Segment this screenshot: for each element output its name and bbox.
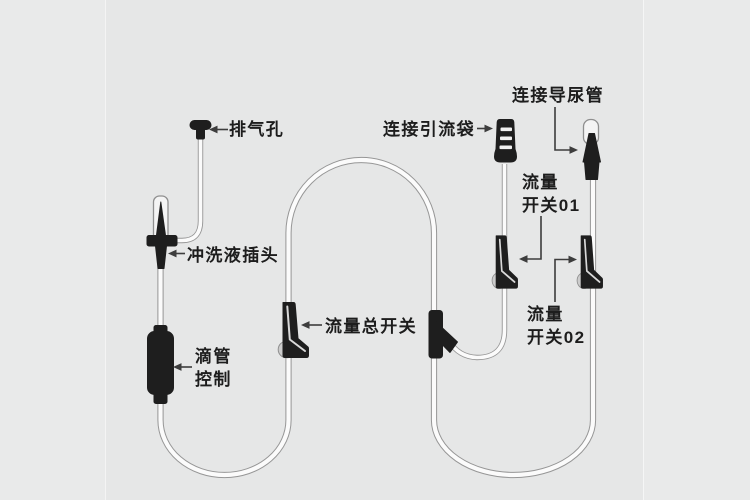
main-switch-arrow-icon [301,321,310,329]
switch02-label-line1: 流量 [527,305,564,324]
switch02-arrow-icon [568,255,577,264]
catheter-arrow-icon [569,146,578,154]
switch01-arrow-icon [519,255,528,263]
catheter-connector-base [584,161,600,180]
spike-side-port [146,235,178,247]
drain-bag-leader [477,124,493,133]
main-switch-label: 流量总开关 [325,317,417,336]
spike-leader [168,249,185,258]
switch02-leader [554,255,577,302]
drip-arrow-icon [173,363,182,371]
photo-panel [105,0,643,500]
switch01-leader [519,216,542,263]
vent-arrow-icon [209,125,218,134]
main-switch-leader [301,321,322,329]
switch01-label-line1: 流量 [522,173,559,192]
drip-label: 滴管 控制 [195,345,232,391]
drip-chamber-neck-bottom [153,392,168,404]
spike-label: 冲洗液插头 [187,246,279,265]
drip-chamber [147,325,174,404]
vent-label: 排气孔 [229,120,285,139]
catheter-connector-cone [582,133,601,163]
drip-chamber-body [147,331,174,395]
spike-arrow-icon [168,249,177,258]
main-tube [157,141,597,479]
switch02-label: 流量 开关02 [527,303,586,349]
drip-label-line2: 控制 [195,370,232,389]
y-connector-branch [431,320,458,353]
drain-bag-connector [494,119,517,163]
drain-branch-tube [446,164,508,361]
drip-label-line1: 滴管 [195,347,232,366]
switch01-label: 流量 开关01 [522,171,581,217]
catheter-connector [582,118,601,180]
vent-leader [209,125,228,134]
drain-bag-arrow-icon [484,124,493,133]
vent-tube [172,138,204,244]
switch01-label-line2: 开关01 [522,196,581,215]
spike-lower-body [155,245,167,269]
y-connector [428,310,458,359]
switch02-label-line2: 开关02 [527,328,586,347]
catheter-label: 连接导尿管 [512,86,604,105]
drip-leader [173,363,192,371]
catheter-leader [554,107,578,154]
vent-cap [189,120,212,140]
drain-bag-label: 连接引流袋 [383,120,475,139]
